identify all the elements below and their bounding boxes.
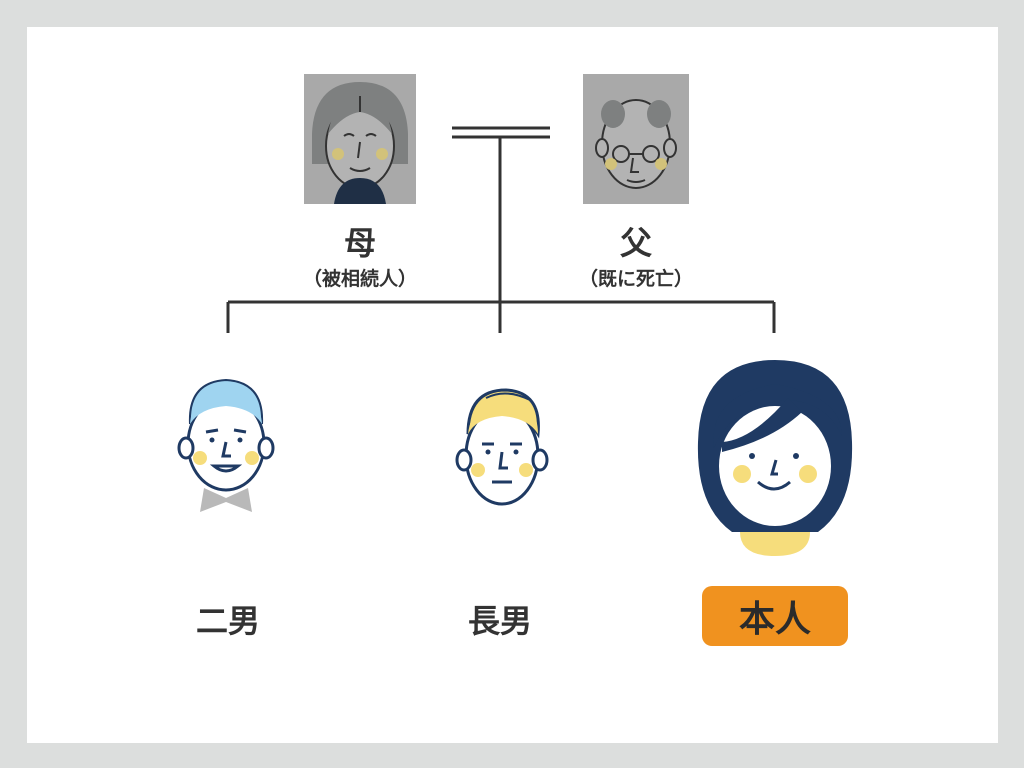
mother-note: （被相続人） xyxy=(302,268,417,290)
mother-name: 母 xyxy=(343,224,376,262)
father-name: 父 xyxy=(619,224,652,262)
self-name-badge: 本人 xyxy=(702,586,848,646)
eldest-son-name: 長男 xyxy=(467,602,532,640)
second-son-portrait xyxy=(177,378,275,512)
father-portrait xyxy=(583,74,689,204)
eldest-son-portrait xyxy=(455,388,549,506)
self-portrait xyxy=(697,360,853,556)
father-note: （既に死亡） xyxy=(578,268,693,290)
mother-portrait xyxy=(304,74,416,204)
second-son-name: 二男 xyxy=(195,602,260,640)
